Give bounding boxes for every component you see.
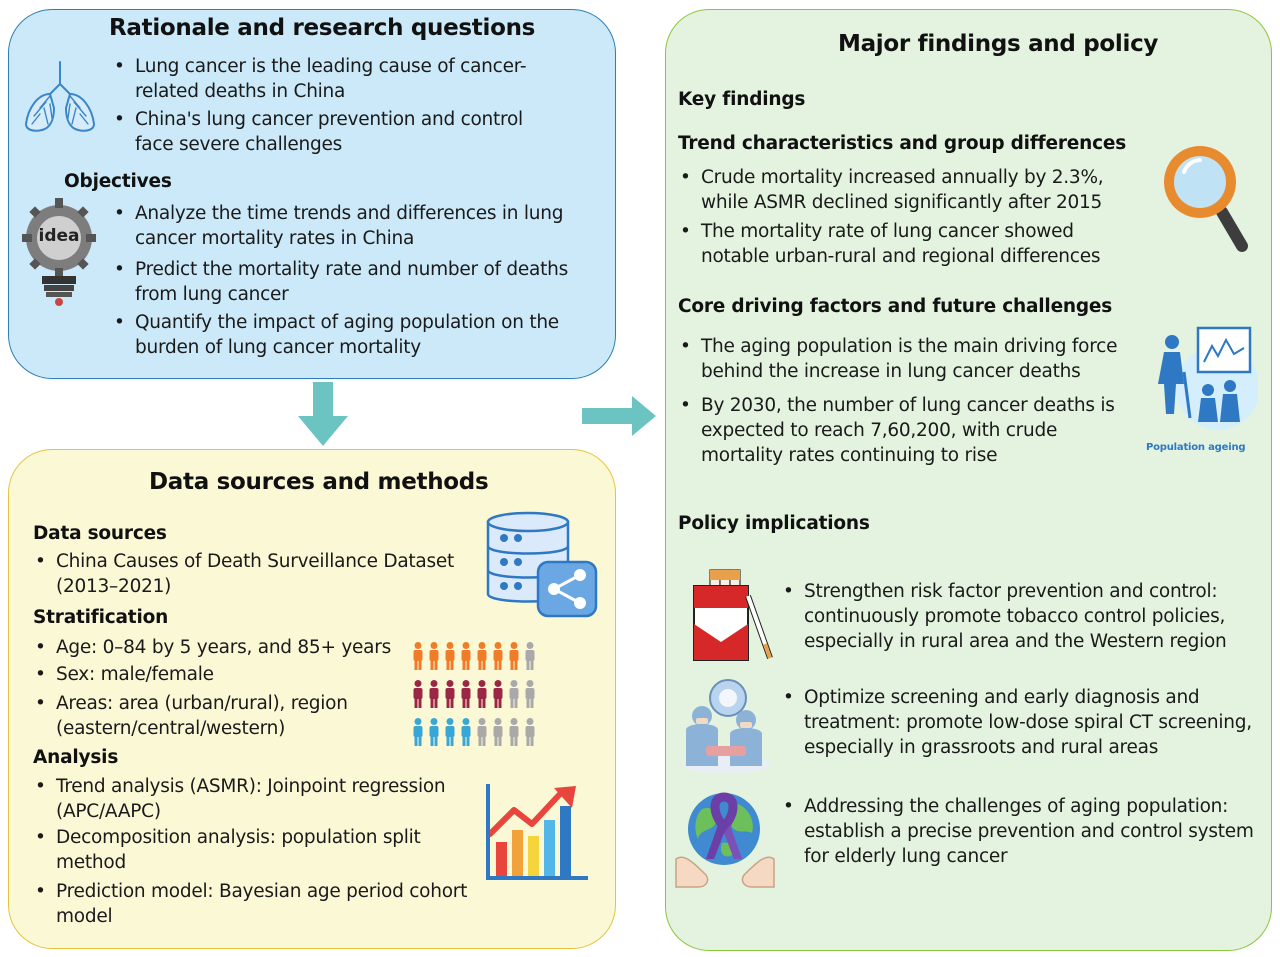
database-share-icon [486, 511, 598, 618]
bar-trend-chart-icon [486, 784, 588, 880]
population-ageing-icon: Population ageing [1146, 322, 1260, 460]
trend-bullets: Crude mortality increased annually by 2.… [678, 165, 1130, 269]
analysis-item: Decomposition analysis: population split… [33, 825, 446, 875]
policy-item: Strengthen risk factor prevention and co… [781, 579, 1256, 654]
methods-title: Data sources and methods [149, 469, 489, 495]
magnifier-icon [1164, 146, 1248, 252]
findings-title: Major findings and policy [838, 31, 1159, 57]
data-sources-list: China Causes of Death Surveillance Datas… [33, 549, 473, 599]
down-arrow-icon [298, 382, 348, 446]
rationale-bullet: Lung cancer is the leading cause of canc… [112, 54, 552, 104]
rationale-title: Rationale and research questions [109, 15, 536, 41]
analysis-heading: Analysis [33, 747, 119, 768]
objectives-bullets: Analyze the time trends and differences … [112, 201, 602, 360]
population-ageing-label: Population ageing [1146, 442, 1246, 453]
stratification-heading: Stratification [33, 607, 169, 628]
objective-item: Predict the mortality rate and number of… [112, 257, 602, 307]
objective-item: Quantify the impact of aging population … [112, 310, 602, 360]
stratification-item: Sex: male/female [33, 662, 413, 687]
analysis-item: Trend analysis (ASMR): Joinpoint regress… [33, 774, 479, 824]
trend-bullet: Crude mortality increased annually by 2.… [678, 165, 1130, 215]
globe-ribbon-hands-icon [675, 792, 775, 888]
policy-item: Optimize screening and early diagnosis a… [781, 685, 1266, 760]
objective-item: Analyze the time trends and differences … [112, 201, 602, 251]
surgeons-icon [682, 679, 770, 774]
lungs-icon [24, 61, 96, 132]
rationale-bullet: China's lung cancer prevention and contr… [112, 107, 552, 157]
data-sources-heading: Data sources [33, 523, 167, 544]
people-grid-icon [413, 642, 535, 746]
cigarette-pack-icon [693, 569, 773, 661]
policy-bullet-1: Strengthen risk factor prevention and co… [781, 579, 1256, 654]
rationale-bullets: Lung cancer is the leading cause of canc… [112, 54, 552, 157]
policy-bullet-2: Optimize screening and early diagnosis a… [781, 685, 1266, 760]
key-findings-heading: Key findings [678, 89, 806, 110]
driver-bullet: The aging population is the main driving… [678, 334, 1143, 384]
trend-bullet: The mortality rate of lung cancer showed… [678, 219, 1130, 269]
driver-bullet: By 2030, the number of lung cancer death… [678, 393, 1143, 468]
right-arrow-icon [582, 396, 656, 436]
policy-bullet-3: Addressing the challenges of aging popul… [781, 794, 1266, 869]
objectives-heading: Objectives [64, 171, 172, 192]
analysis-item: Prediction model: Bayesian age period co… [33, 879, 479, 929]
policy-heading: Policy implications [678, 513, 870, 534]
policy-item: Addressing the challenges of aging popul… [781, 794, 1266, 869]
stratification-list: Age: 0–84 by 5 years, and 85+ years Sex:… [33, 635, 413, 741]
stratification-item: Areas: area (urban/rural), region (easte… [33, 691, 396, 741]
drivers-heading: Core driving factors and future challeng… [678, 296, 1113, 317]
idea-text: idea [38, 226, 80, 246]
driver-bullets: The aging population is the main driving… [678, 334, 1143, 468]
stratification-item: Age: 0–84 by 5 years, and 85+ years [33, 635, 413, 660]
data-source-item: China Causes of Death Surveillance Datas… [33, 549, 473, 599]
trend-heading: Trend characteristics and group differen… [678, 133, 1127, 154]
analysis-list: Trend analysis (ASMR): Joinpoint regress… [33, 774, 479, 929]
idea-gear-icon: idea [22, 192, 96, 310]
